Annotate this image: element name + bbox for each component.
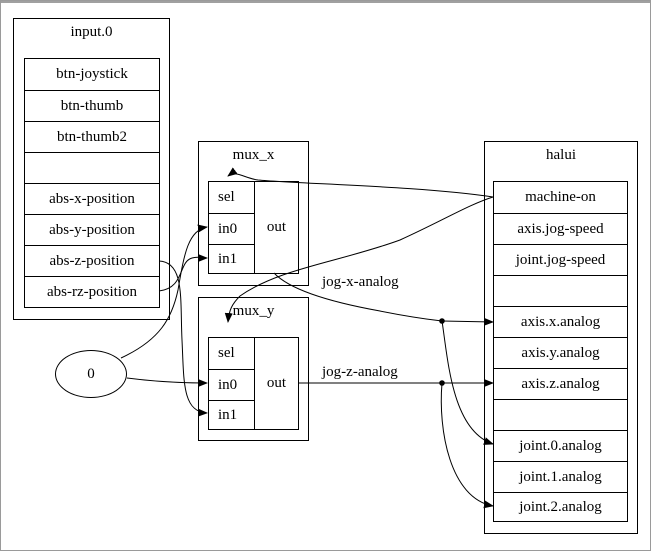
wire-jog-z-to-joint-2 <box>440 382 494 509</box>
mux-x-pin-sel: sel <box>218 189 235 205</box>
pin-abs-y-position: abs-y-position <box>25 214 159 245</box>
mux-y-pin-table: sel in0 in1 out <box>208 337 299 430</box>
top-rule <box>0 0 651 3</box>
junction-jog-z <box>439 380 445 386</box>
input-component: input.0 <box>13 18 170 320</box>
mux-x-pin-out: out <box>254 182 298 273</box>
mux-y-pin-in1: in1 <box>209 400 254 430</box>
pin-joint-0-analog: joint.0.analog <box>494 430 627 461</box>
signal-label-jog-x: jog-x-analog <box>322 274 399 290</box>
pin-btn-thumb: btn-thumb <box>25 90 159 121</box>
mux-y-title: mux_y <box>232 303 275 319</box>
wire-machine-on-to-mux-y-sel <box>224 196 494 323</box>
pin-spacer-1 <box>494 275 627 306</box>
junction-jog-x <box>439 318 445 324</box>
pin-machine-on: machine-on <box>525 189 596 205</box>
pin-abs-x-position: abs-x-position <box>25 183 159 214</box>
mux-x-pin-in0: in0 <box>209 213 254 244</box>
wire-abs-x-to-mux-x-in1 <box>158 253 208 292</box>
pin-joint-jog-speed: joint.jog-speed <box>494 244 627 275</box>
mux-y-component: mux_y <box>198 297 309 441</box>
wire-machine-on-to-mux-x-sel <box>227 167 494 198</box>
wire-jog-x-to-joint-0 <box>441 320 494 445</box>
mux-y-pin-out: out <box>254 338 298 429</box>
pin-btn-joystick: btn-joystick <box>56 66 128 82</box>
pin-axis-z-analog: axis.z.analog <box>494 368 627 399</box>
pin-joint-1-analog: joint.1.analog <box>494 461 627 492</box>
signal-label-jog-z: jog-z-analog <box>322 364 398 380</box>
pin-spacer-2 <box>494 399 627 430</box>
pin-btn-thumb2: btn-thumb2 <box>25 121 159 152</box>
pin-axis-y-analog: axis.y.analog <box>494 337 627 368</box>
halui-pin-table: machine-on axis.jog-speed joint.jog-spee… <box>493 181 628 522</box>
halui-component: halui <box>484 141 638 534</box>
pin-axis-x-analog: axis.x.analog <box>494 306 627 337</box>
pin-spacer <box>25 152 159 183</box>
pin-axis-jog-speed: axis.jog-speed <box>494 213 627 244</box>
constant-zero-node: 0 <box>55 350 127 398</box>
mux-y-pin-in0: in0 <box>209 369 254 400</box>
pin-joint-2-analog: joint.2.analog <box>494 492 627 522</box>
wire-const-to-mux-x-in0 <box>120 224 208 359</box>
pin-abs-z-position: abs-z-position <box>25 245 159 276</box>
pin-abs-rz-position: abs-rz-position <box>25 276 159 307</box>
wire-abs-z-to-mux-y-in1 <box>158 260 208 417</box>
halui-title: halui <box>546 147 576 163</box>
mux-x-title: mux_x <box>232 147 275 163</box>
input-pin-table: btn-joystick btn-thumb btn-thumb2 abs-x-… <box>24 58 160 308</box>
mux-x-pin-table: sel in0 in1 out <box>208 181 299 274</box>
wire-const-to-mux-y-in0 <box>126 377 208 387</box>
mux-x-component: mux_x <box>198 141 309 286</box>
input-component-title: input.0 <box>70 24 113 40</box>
mux-x-pin-in1: in1 <box>209 244 254 274</box>
mux-y-pin-sel: sel <box>218 345 235 361</box>
